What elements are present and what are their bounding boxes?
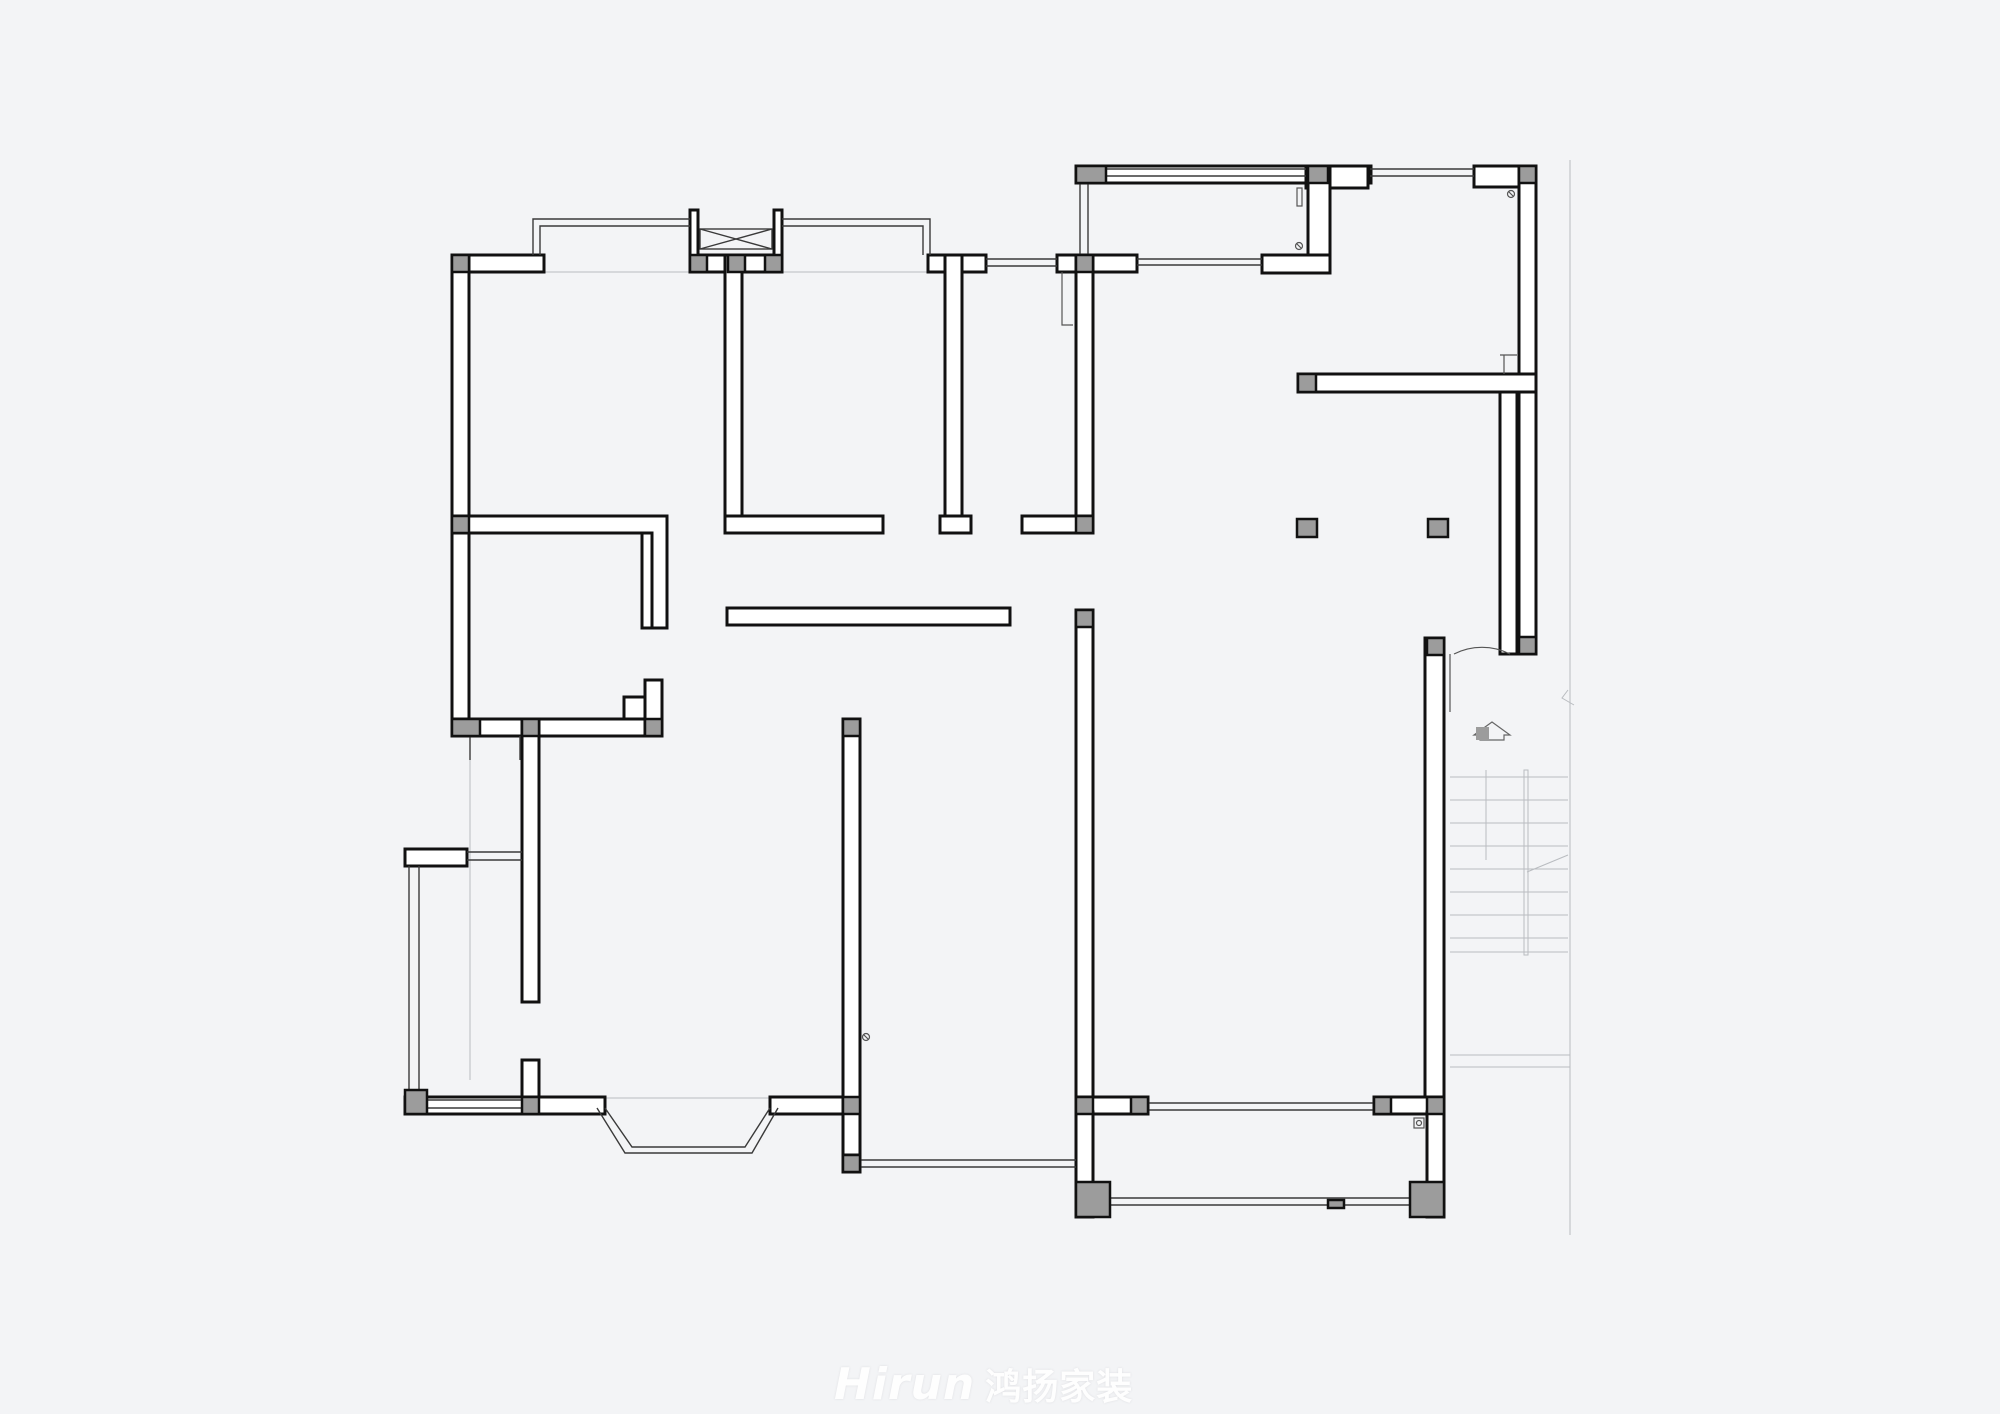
reference-lines — [469, 160, 1571, 1235]
wall — [1055, 253, 1139, 274]
wall — [1498, 390, 1519, 656]
wall — [1260, 253, 1332, 275]
wall — [938, 514, 973, 535]
bay-niche-wall — [772, 208, 784, 255]
wall — [450, 717, 664, 738]
wall — [450, 514, 669, 535]
walls — [403, 164, 1538, 1219]
wall — [723, 253, 744, 535]
wall — [622, 695, 647, 721]
wall — [1074, 253, 1095, 535]
wall — [403, 847, 469, 868]
wall — [1423, 636, 1446, 1114]
wall — [640, 531, 654, 630]
columns — [403, 164, 1538, 1219]
wall — [725, 606, 1012, 627]
wall — [520, 717, 541, 1004]
wall — [943, 253, 964, 535]
floor-drain-symbol — [861, 187, 1516, 1129]
stair-symbol — [1450, 689, 1575, 956]
wall — [1296, 372, 1538, 394]
watermark-brand: Hirun — [834, 1358, 976, 1410]
watermark: Hirun 鸿扬家装 — [834, 1358, 1133, 1410]
wall — [1517, 164, 1538, 656]
windows — [408, 168, 1474, 1206]
bay-niche-wall — [688, 208, 700, 255]
wall — [450, 253, 471, 732]
door-swings — [1061, 272, 1517, 712]
entry-arrow-symbol — [1472, 721, 1512, 741]
watermark-chinese: 鸿扬家装 — [985, 1367, 1134, 1408]
wall — [723, 514, 885, 535]
